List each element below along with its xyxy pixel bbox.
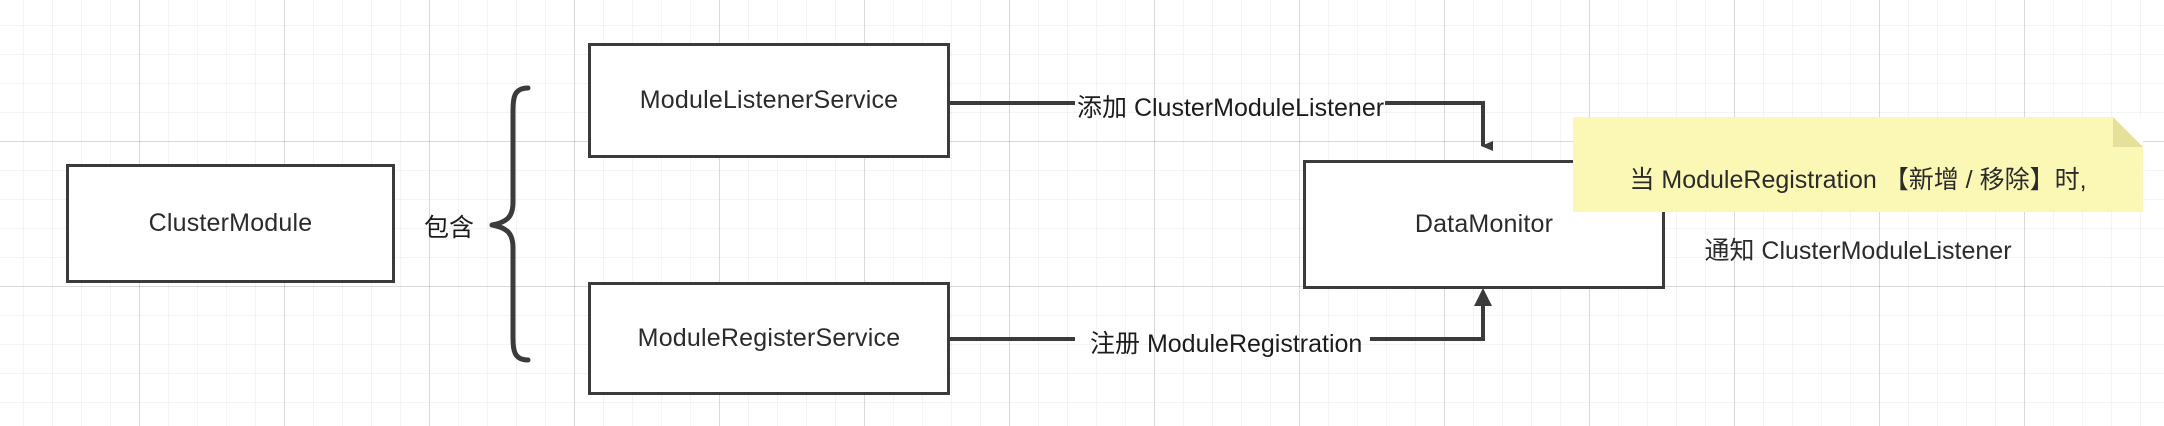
edge-label-add-cluster-module-listener: 添加 ClusterModuleListener [1077,94,1385,122]
sticky-note-data-monitor[interactable]: 当 ModuleRegistration 【新增 / 移除】时, 通知 Clus… [1573,117,2143,265]
contains-brace-label: 包含 [424,214,475,242]
sticky-note-line-2: 通知 ClusterModuleListener [1704,236,2012,265]
edge-register-module-registration-arrowhead [1474,288,1492,306]
node-cluster-module[interactable]: ClusterModule [66,164,395,283]
node-module-register-service[interactable]: ModuleRegisterService [588,282,950,395]
edge-register-module-registration-arrow [1370,303,1485,341]
contains-brace [489,85,531,363]
node-module-listener-service[interactable]: ModuleListenerService [588,43,950,158]
node-module-register-service-label: ModuleRegisterService [637,324,901,352]
node-cluster-module-label: ClusterModule [148,209,313,237]
sticky-note-line-1: 当 ModuleRegistration 【新增 / 移除】时, [1629,165,2087,194]
edge-label-register-module-registration: 注册 ModuleRegistration [1090,330,1363,358]
edge-add-cluster-module-listener-arrow [1385,101,1493,151]
node-module-listener-service-label: ModuleListenerService [639,86,899,114]
node-data-monitor-label: DataMonitor [1414,210,1554,238]
